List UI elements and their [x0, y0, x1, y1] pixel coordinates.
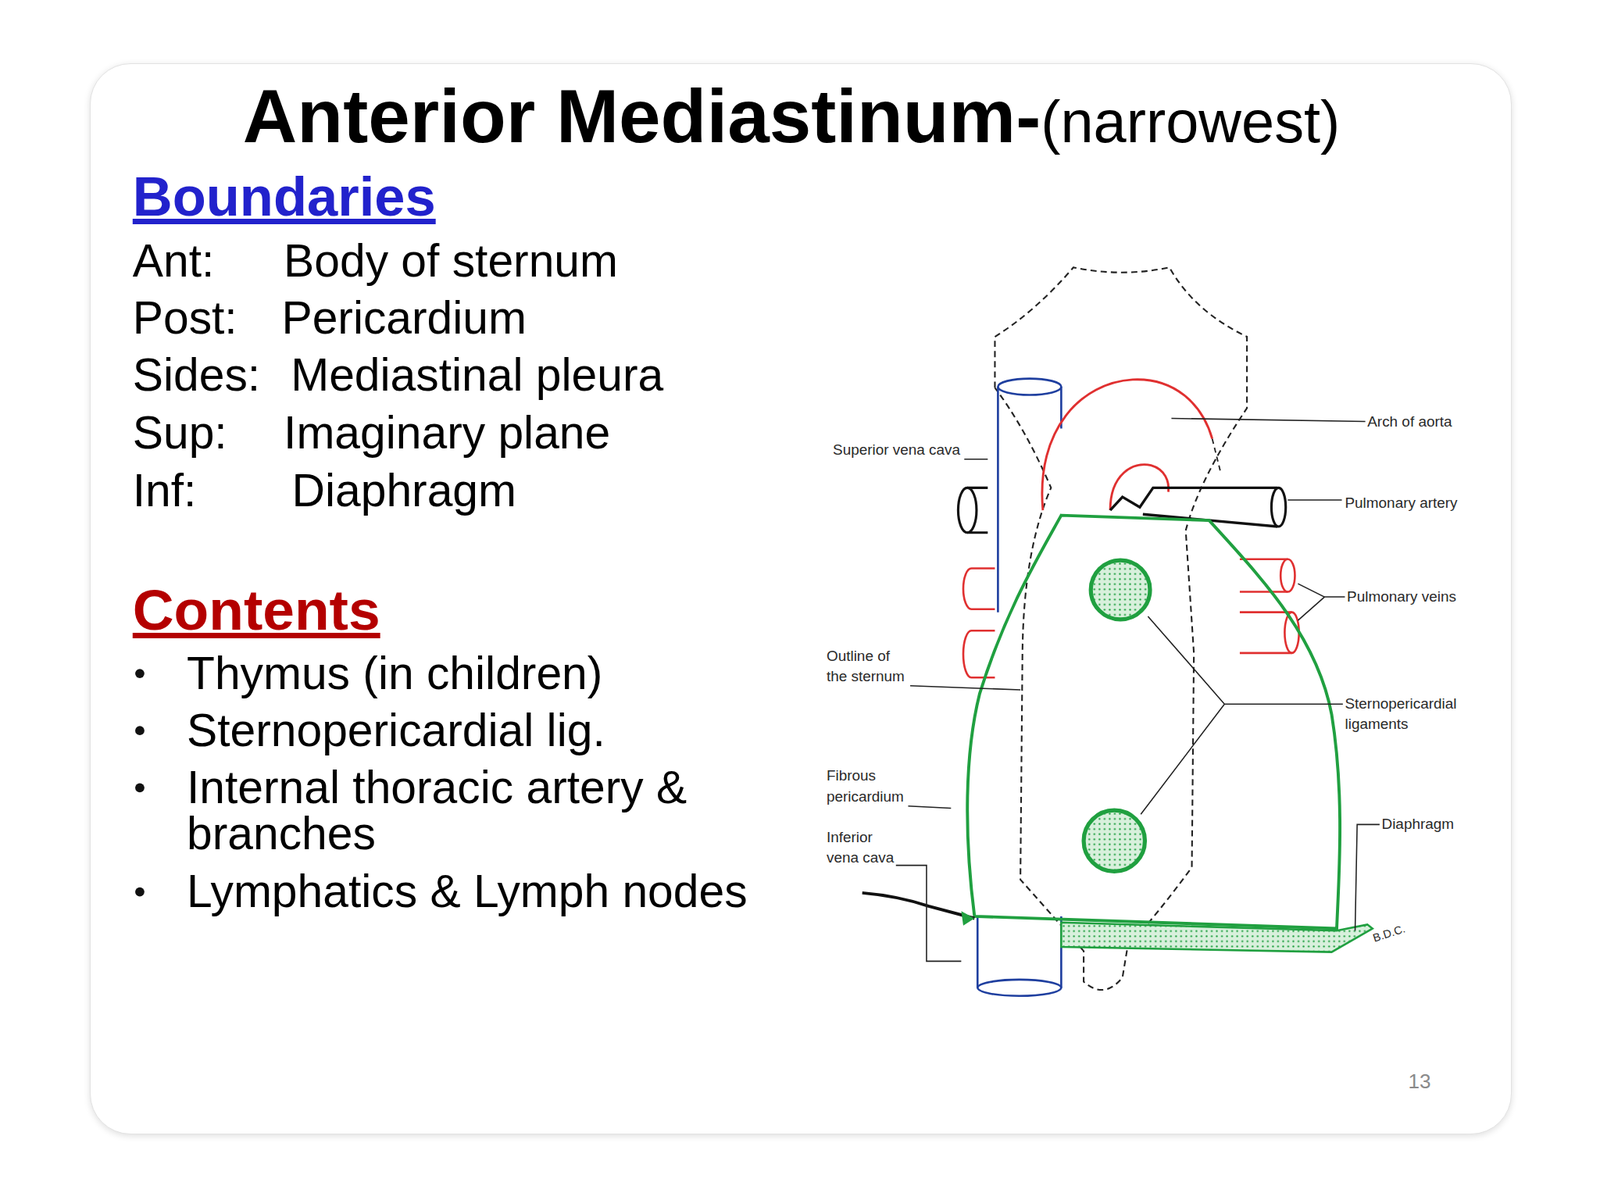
boundary-value: Mediastinal pleura	[290, 347, 664, 404]
sternopericardial-ligament	[1083, 810, 1145, 872]
sternopericardial-ligament	[1090, 560, 1150, 620]
bullet-item: Internal thoracic artery & branches	[186, 764, 738, 858]
bullet-dot	[135, 782, 145, 793]
bullet-dot	[135, 887, 145, 897]
svc-end	[997, 378, 1061, 396]
fibrous-pericardium	[967, 515, 1340, 929]
title-row: Anterior Mediastinum-(narrowest)	[242, 78, 1340, 154]
part-label: Inferior vena cava	[826, 827, 900, 868]
pulmonary-artery-end	[1271, 487, 1286, 527]
part-label: Diaphragm	[1381, 815, 1454, 834]
part-label: Superior vena cava	[832, 441, 961, 460]
pulmonary-vein	[963, 568, 995, 610]
bullet-item: Thymus (in children)	[186, 646, 603, 702]
part-label: Pulmonary artery	[1344, 494, 1458, 513]
section-heading: Contents	[132, 575, 381, 645]
bullet-item: Sternopericardial lig.	[186, 703, 606, 759]
sternum-outline	[994, 267, 1247, 990]
slide-title: Anterior Mediastinum-	[242, 78, 1041, 154]
sternum-outline	[1212, 439, 1221, 472]
boundary-value: Body of sternum	[283, 233, 618, 290]
bullet-dot	[135, 725, 145, 736]
ivc-vessel	[977, 916, 1061, 988]
boundary-key: Sides:	[132, 347, 261, 404]
pulmonary-artery-left-end	[957, 487, 977, 533]
boundary-value: Imaginary plane	[283, 405, 611, 461]
section-heading: Boundaries	[132, 164, 436, 231]
pulmonary-vein	[963, 630, 995, 678]
part-label: Pulmonary veins	[1346, 588, 1457, 607]
part-label: Outline of the sternum	[826, 646, 910, 687]
leader-line	[896, 418, 1380, 962]
diaphragm-line	[862, 892, 975, 919]
bullet-item: Lymphatics & Lymph nodes	[186, 864, 748, 920]
boundary-value: Pericardium	[281, 290, 527, 347]
bullet-dot	[135, 668, 145, 679]
ivc-end	[977, 979, 1061, 997]
boundary-value: Diaphragm	[292, 463, 517, 519]
aortic-arch	[1042, 379, 1213, 511]
page-number: 13	[1407, 1069, 1431, 1094]
part-label: Fibrous pericardium	[826, 764, 913, 808]
diaphragm-tip	[960, 910, 975, 925]
svc-vessel	[997, 386, 1061, 613]
pulmonary-vein-end	[1280, 559, 1295, 593]
title-note: (narrowest)	[1040, 92, 1340, 152]
boundary-key: Post:	[132, 290, 238, 347]
boundary-key: Inf:	[132, 463, 197, 519]
part-label: Sternopericardial ligaments	[1344, 693, 1471, 735]
diaphragm-band	[1060, 922, 1372, 953]
boundary-key: Sup:	[132, 405, 228, 461]
part-label: Arch of aorta	[1367, 413, 1452, 432]
boundary-key: Ant:	[132, 233, 215, 290]
